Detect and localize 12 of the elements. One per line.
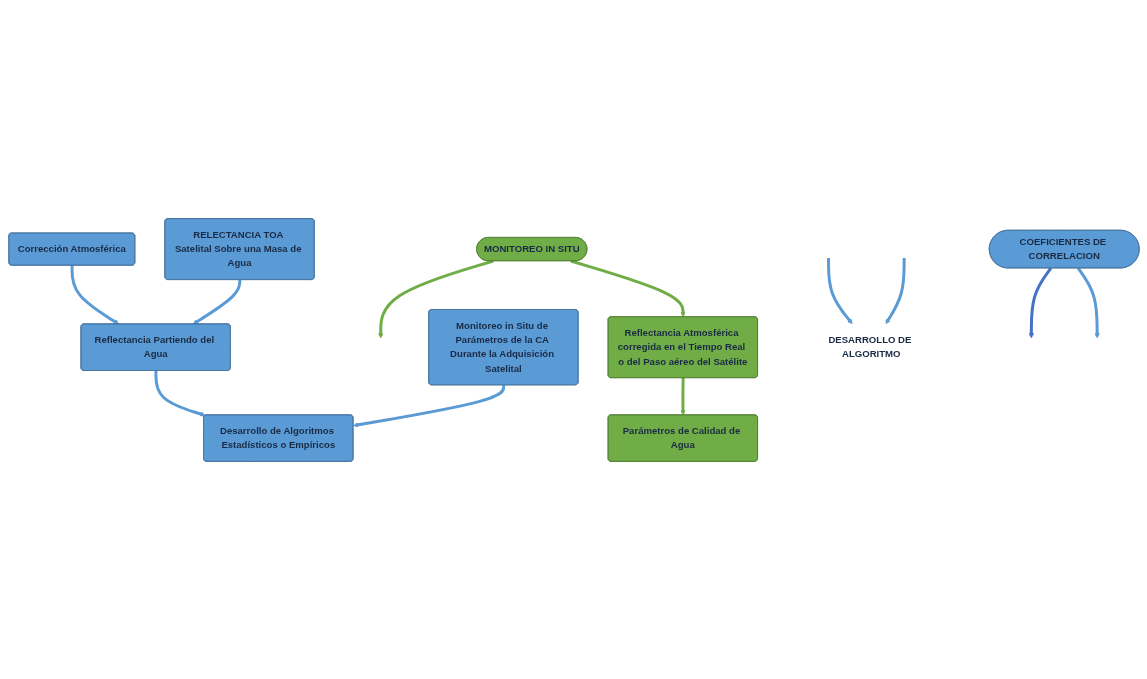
arrow — [192, 279, 241, 324]
arrow — [679, 377, 686, 415]
arrow — [153, 370, 205, 417]
arrow — [1076, 266, 1100, 338]
arrow — [569, 259, 686, 317]
arrow — [1028, 266, 1052, 338]
node-text: DESARROLLO DE ALGORITMO — [827, 334, 911, 359]
arrow — [377, 259, 494, 338]
arrow — [352, 384, 505, 427]
arrow — [70, 265, 119, 324]
arrow — [826, 257, 853, 324]
arrow — [885, 257, 906, 324]
